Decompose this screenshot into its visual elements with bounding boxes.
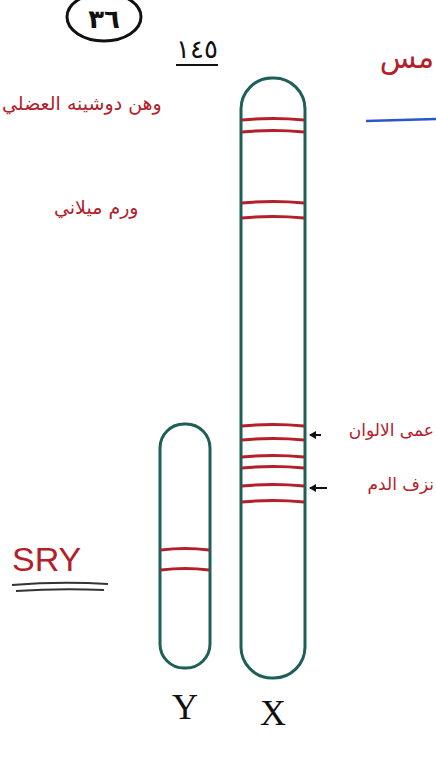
gene-band	[242, 131, 304, 133]
x-chromosome: X	[238, 76, 308, 746]
gene-band	[242, 425, 304, 427]
chromosome-outline	[238, 76, 308, 680]
chromosome-label: Y	[157, 686, 213, 728]
circled-number: ٣٦	[64, 0, 144, 44]
leader-arrow	[310, 487, 327, 489]
gene-band	[242, 217, 304, 219]
gene-note: ورم ميلاني	[54, 196, 139, 218]
underline-stroke	[12, 583, 108, 585]
gene-band	[242, 439, 304, 441]
gene-note: نزف الدم	[368, 474, 435, 494]
gene-band	[242, 501, 304, 503]
gene-note: وهن دوشينه العضلي	[2, 92, 162, 114]
y-chromosome: Y	[157, 422, 213, 752]
gene-band	[161, 549, 209, 551]
gene-note: عمى الالوان	[349, 420, 434, 440]
gene-band	[161, 569, 209, 571]
underline-stroke	[16, 589, 104, 591]
gene-band	[242, 119, 304, 121]
heading-fragment: مس	[380, 40, 434, 75]
leader-arrow	[310, 434, 321, 436]
blue-underline	[366, 119, 436, 121]
circle-number-text: ٣٦	[88, 4, 120, 34]
gene-band	[242, 485, 304, 487]
circle-outline	[67, 0, 141, 41]
chromosome-outline	[157, 422, 213, 670]
gene-band	[242, 456, 304, 458]
chromosome-body	[160, 424, 210, 668]
chromosome-label: X	[238, 692, 308, 734]
gene-band	[242, 467, 304, 469]
gene-name: SRY	[12, 540, 81, 579]
chromosome-body	[241, 78, 305, 678]
page-number: ١٤٥	[176, 34, 218, 66]
gene-band	[242, 202, 304, 204]
